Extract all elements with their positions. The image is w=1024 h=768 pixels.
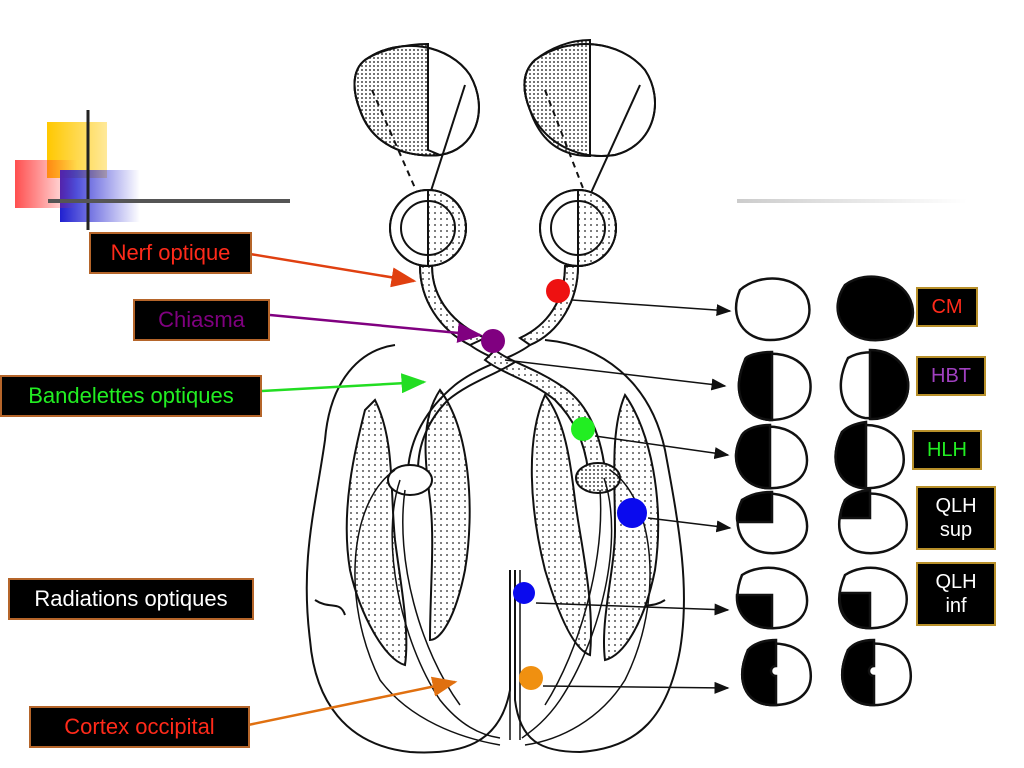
lesion-dot-radiation-upper (617, 498, 647, 528)
label-deficit-hlh: HLH (912, 430, 982, 470)
label-deficit-qlh-sup: QLH sup (916, 486, 996, 550)
field-cm-left-eye (734, 277, 811, 342)
label-deficit-qlh-sup-line1: QLH (935, 495, 977, 517)
label-radiations-optiques: Radiations optiques (8, 578, 254, 620)
eye-right (539, 188, 617, 268)
eye-left (389, 188, 467, 268)
label-deficit-qlh-sup-line2: sup (939, 519, 973, 541)
label-deficit-qlh-inf: QLH inf (916, 562, 996, 626)
chiasma-arrow (269, 313, 483, 343)
label-deficit-qlh-inf-line1: QLH (935, 571, 977, 593)
geniculate-left (387, 464, 433, 496)
field-qlh-sup-right-eye (838, 488, 908, 555)
field-cm-right-eye (836, 275, 915, 342)
field-hlh-right-eye (834, 420, 905, 490)
field-defect-diagrams (734, 275, 915, 707)
label-bandelettes-optiques: Bandelettes optiques (0, 375, 262, 417)
lesion-dot-cortex (519, 666, 543, 690)
field-cortex-left-eye (741, 638, 813, 707)
label-deficit-hbt: HBT (916, 356, 986, 396)
anatomy-drawing (305, 38, 686, 754)
cortex-arrow (247, 676, 458, 727)
visual-field-right (523, 38, 656, 158)
field-qlh-sup-left-eye (735, 490, 809, 555)
lesion-dot-radiation-lower (513, 582, 535, 604)
bandelettes-arrow (261, 373, 427, 394)
label-chiasma: Chiasma (133, 299, 270, 341)
lesion-dot-optic-tract (571, 417, 595, 441)
field-cortex-right-eye (841, 638, 913, 707)
nerf-optique-arrow (249, 252, 417, 288)
field-hbt-right-eye (839, 348, 910, 421)
visual-field-left (353, 42, 480, 157)
lesion-arrows (504, 299, 732, 694)
lesion-dot-optic-nerve (546, 279, 570, 303)
geniculate-right (575, 462, 621, 494)
field-qlh-inf-right-eye (838, 566, 908, 630)
field-hbt-left-eye (737, 350, 812, 422)
brain-outline (305, 339, 686, 754)
field-hlh-left-eye (734, 423, 809, 490)
lesion-dot-chiasma (481, 329, 505, 353)
slide-decoration (15, 110, 967, 230)
label-deficit-qlh-inf-line2: inf (945, 595, 967, 617)
label-deficit-cm: CM (916, 287, 978, 327)
label-nerf-optique: Nerf optique (89, 232, 252, 274)
field-qlh-inf-left-eye (735, 566, 809, 630)
label-cortex-occipital: Cortex occipital (29, 706, 250, 748)
